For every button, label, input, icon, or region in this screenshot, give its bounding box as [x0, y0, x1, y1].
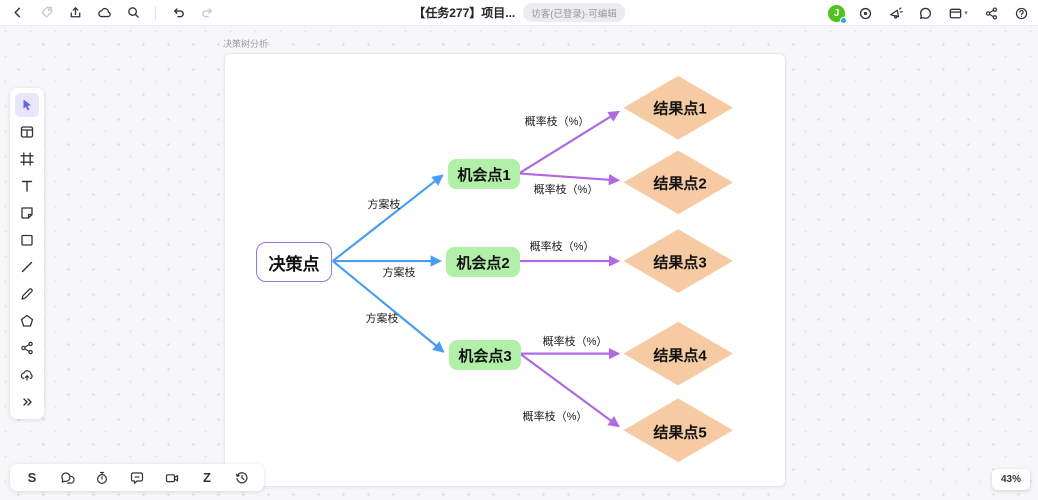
comment-icon [130, 471, 144, 484]
share-icon[interactable] [981, 3, 1001, 23]
plan-branch-label-1[interactable]: 方案枝 [367, 199, 401, 211]
left-toolbar [10, 88, 44, 419]
polygon-tool[interactable] [15, 309, 39, 333]
access-badge: 访客(已登录)·可编辑 [523, 3, 625, 22]
avatar[interactable]: J [828, 4, 847, 24]
history-tool[interactable] [232, 468, 252, 488]
edge-prob-2[interactable] [518, 172, 621, 186]
chat-bubbles-icon [61, 471, 75, 484]
text-tool[interactable] [15, 174, 39, 198]
result-diamond-4[interactable] [623, 321, 733, 386]
sticky-note-tool[interactable] [15, 201, 39, 225]
edge-prob-5[interactable] [519, 352, 620, 428]
result-label-5[interactable]: 结果点5 [653, 424, 707, 442]
export-icon[interactable] [65, 3, 85, 23]
result-label-1[interactable]: 结果点1 [653, 100, 707, 118]
square-icon [21, 234, 33, 246]
chance-node-1[interactable]: 机会点1 [448, 159, 520, 189]
result-diamond-3[interactable] [623, 229, 733, 293]
result-diamond-5[interactable] [623, 398, 733, 463]
upload-tool[interactable] [15, 363, 39, 387]
topbar-right-group: J ▾ [828, 0, 1031, 26]
redo-icon[interactable] [197, 3, 217, 23]
text-icon [21, 180, 33, 192]
board-view-icon[interactable]: ▾ [945, 3, 971, 23]
edge-prob-1[interactable] [518, 110, 620, 175]
tag-icon[interactable] [36, 3, 56, 23]
video-camera-icon [165, 473, 179, 482]
undo-icon[interactable] [168, 3, 188, 23]
edge-plan-3[interactable] [332, 260, 445, 353]
prob-branch-label-4[interactable]: 概率枝（%） [542, 336, 608, 348]
toolbar-divider [155, 5, 156, 20]
logo-s-tool[interactable]: S [22, 468, 42, 488]
connector-icon [21, 341, 33, 355]
result-label-2[interactable]: 结果点2 [653, 175, 707, 193]
diagram-edges-layer [332, 75, 733, 463]
online-status-dot [840, 16, 847, 24]
back-icon[interactable] [7, 3, 27, 23]
comment-tool[interactable] [127, 468, 147, 488]
shape-tool[interactable] [15, 228, 39, 252]
result-diamond-2[interactable] [623, 150, 733, 215]
prob-branch-label-2[interactable]: 概率枝（%） [533, 184, 599, 196]
search-icon[interactable] [123, 3, 143, 23]
prob-branch-label-3[interactable]: 概率枝（%） [529, 241, 595, 253]
sticky-note-icon [21, 207, 33, 219]
chevron-down-icon: ▾ [964, 10, 968, 17]
z-icon: Z [203, 470, 211, 485]
frame-decision-tree[interactable]: 决策点 机会点1 机会点2 机会点3 结果点1 结果点2 结果点3 结果点4 结… [224, 53, 786, 487]
chance-node-2[interactable]: 机会点2 [446, 247, 520, 277]
top-toolbar: 【任务277】项目... 访客(已登录)·可编辑 J ▾ [0, 0, 1038, 26]
template-tool[interactable] [15, 120, 39, 144]
s-logo-icon: S [27, 470, 37, 485]
cloud-icon[interactable] [94, 3, 114, 23]
frame-tool[interactable] [15, 147, 39, 171]
select-tool[interactable] [15, 93, 39, 117]
result-label-4[interactable]: 结果点4 [653, 347, 707, 365]
history-clock-icon [235, 471, 248, 483]
topbar-left-group [0, 3, 217, 23]
pencil-icon [21, 288, 33, 300]
bottom-toolbar: S Z [10, 464, 264, 491]
result-label-3[interactable]: 结果点3 [653, 254, 707, 272]
more-tools[interactable] [15, 390, 39, 414]
record-icon[interactable] [855, 3, 875, 23]
pen-tool[interactable] [15, 282, 39, 306]
frame-title[interactable]: 决策树分析 [223, 39, 269, 49]
zoom-level[interactable]: 43% [991, 469, 1030, 490]
z-shortcut-tool[interactable]: Z [197, 468, 217, 488]
avatar-letter: J [833, 7, 840, 19]
help-icon[interactable] [1011, 3, 1031, 23]
decision-node[interactable]: 决策点 [256, 242, 332, 282]
chat-icon[interactable] [915, 3, 935, 23]
plan-branch-label-3[interactable]: 方案枝 [365, 313, 399, 325]
frame-icon [20, 152, 34, 166]
document-title[interactable]: 【任务277】项目... [413, 6, 516, 20]
video-tool[interactable] [162, 468, 182, 488]
chance-node-3[interactable]: 机会点3 [449, 340, 521, 370]
line-tool[interactable] [15, 255, 39, 279]
connector-tool[interactable] [15, 336, 39, 360]
cursor-icon [23, 99, 31, 111]
prob-branch-label-1[interactable]: 概率枝（%） [524, 116, 590, 128]
timer-tool[interactable] [92, 468, 112, 488]
cloud-upload-icon [20, 370, 33, 381]
plan-branch-label-2[interactable]: 方案枝 [382, 267, 416, 279]
prob-branch-label-5[interactable]: 概率枝（%） [522, 411, 588, 423]
stopwatch-icon [96, 471, 108, 484]
collaboration-tool[interactable] [57, 468, 77, 488]
topbar-center-group: 【任务277】项目... 访客(已登录)·可编辑 [413, 0, 625, 26]
announcement-icon[interactable] [885, 3, 905, 23]
double-chevron-right-icon [23, 398, 32, 406]
edge-plan-1[interactable] [332, 174, 444, 262]
template-icon [20, 126, 34, 138]
result-diamond-1[interactable] [623, 75, 733, 140]
pentagon-icon [20, 314, 34, 327]
line-icon [21, 261, 33, 273]
